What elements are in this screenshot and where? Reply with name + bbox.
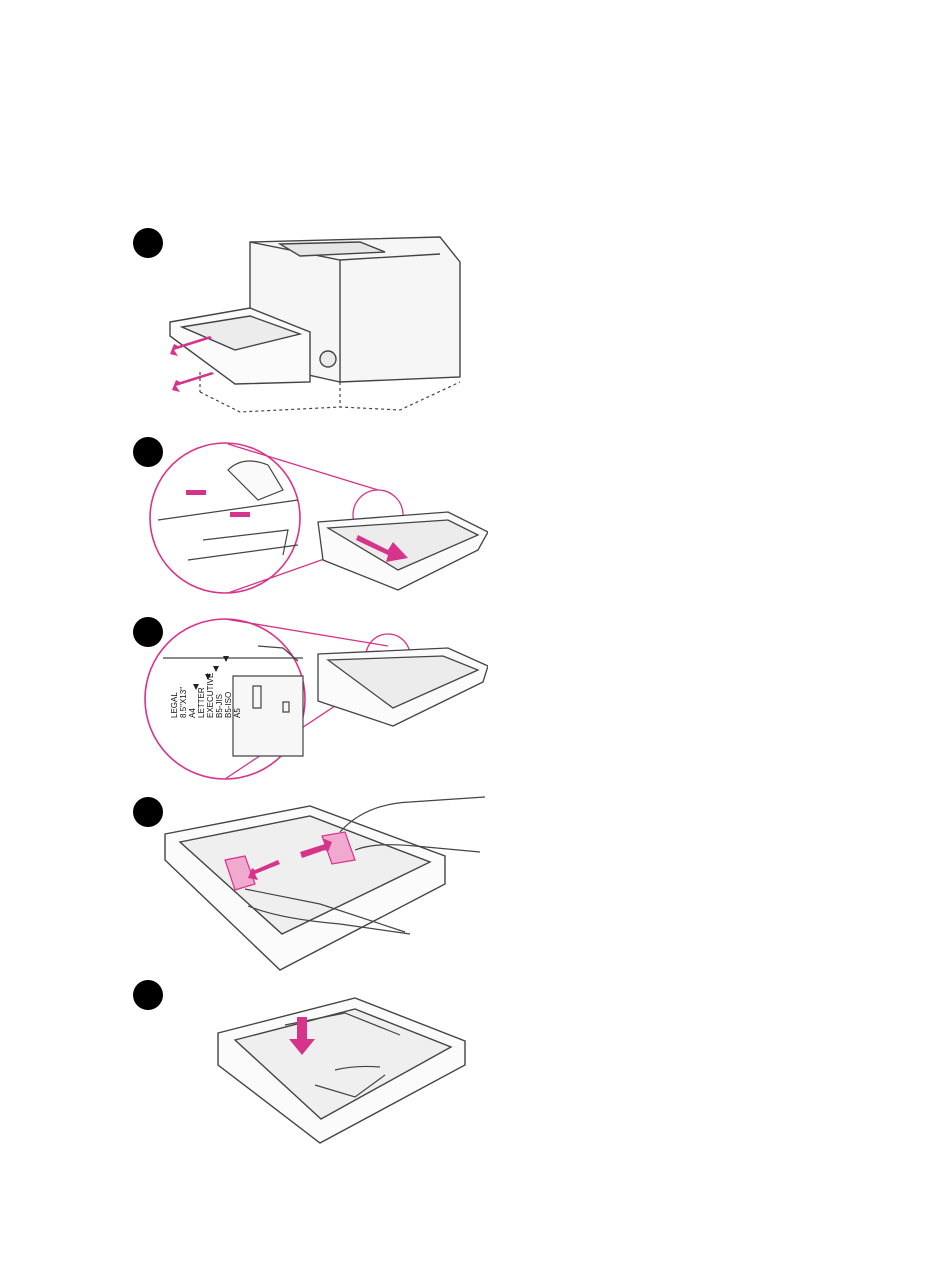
step-5-illustration [215, 995, 470, 1145]
size-label-b5-jis: B5-JIS [215, 694, 224, 718]
step-2-illustration [148, 440, 488, 600]
size-label-b5-iso: B5-ISO [224, 692, 233, 718]
tray-paper-size-marks-image: LEGAL 8.5"X13" A4 LETTER EXECUTIVE B5-JI… [143, 616, 488, 781]
size-label-8x13: 8.5"X13" [179, 687, 188, 718]
step-5-badge [133, 980, 163, 1010]
tray-plate-press-down-image [215, 995, 470, 1145]
step-3-illustration: LEGAL 8.5"X13" A4 LETTER EXECUTIVE B5-JI… [143, 616, 488, 781]
size-label-legal: LEGAL [170, 692, 179, 718]
step-1-illustration [160, 232, 465, 417]
step-4-illustration [160, 794, 485, 974]
tray-width-guides-slide-image [160, 794, 485, 974]
size-label-a5: A5 [233, 708, 242, 718]
step-4-badge [133, 797, 163, 827]
size-label-a4: A4 [188, 708, 197, 718]
step-1-badge [133, 228, 163, 258]
printer-tray-pull-out-image [160, 232, 465, 417]
size-label-letter: LETTER [197, 687, 206, 718]
tray-back-release-push-image [148, 440, 488, 600]
size-label-executive: EXECUTIVE [206, 673, 215, 718]
